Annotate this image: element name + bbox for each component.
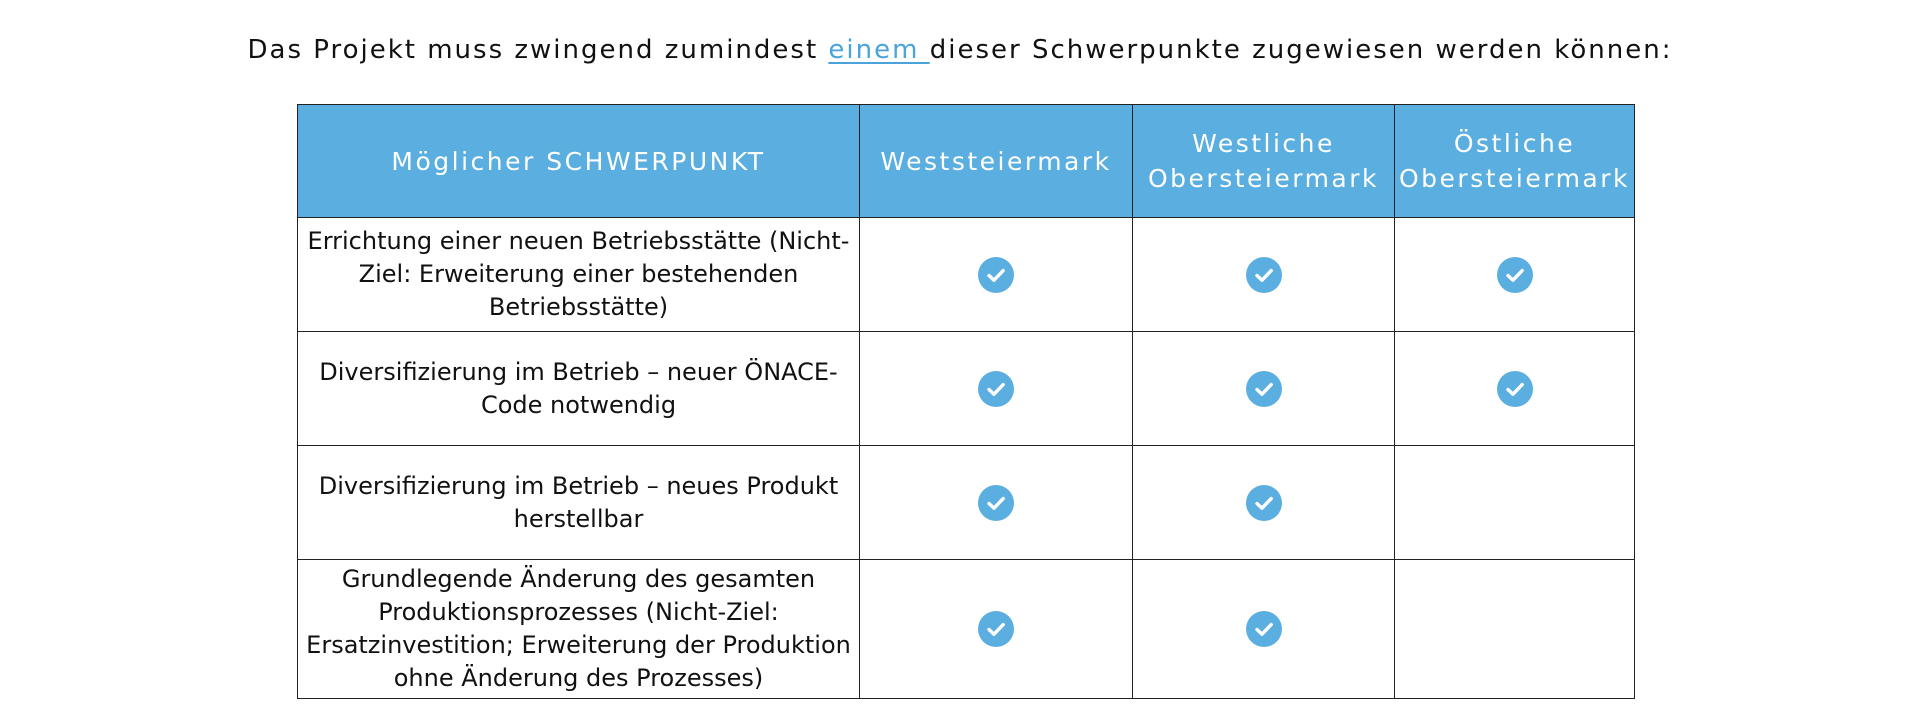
- header-weststeiermark: Weststeiermark: [859, 104, 1133, 218]
- check-circle-icon: [978, 256, 1014, 293]
- row-label: Diversifizierung im Betrieb – neues Prod…: [297, 445, 860, 560]
- check-circle-icon: [1245, 611, 1282, 647]
- table-header-row: Möglicher SCHWERPUNKT Weststeiermark Wes…: [297, 104, 1635, 218]
- header-schwerpunkt: Möglicher SCHWERPUNKT: [297, 104, 860, 218]
- check-cell: [1394, 445, 1635, 560]
- schwerpunkt-table: Möglicher SCHWERPUNKT Weststeiermark Wes…: [297, 104, 1635, 699]
- check-circle-icon: [1245, 484, 1282, 521]
- row-label: Errichtung einer neuen Betriebsstätte (N…: [297, 217, 860, 332]
- table-row: Diversifizierung im Betrieb – neues Prod…: [297, 445, 1635, 560]
- check-circle-icon: [1245, 256, 1282, 293]
- check-cell: [859, 445, 1133, 560]
- row-label: Diversifizierung im Betrieb – neuer ÖNAC…: [297, 331, 860, 446]
- intro-after: dieser Schwerpunkte zugewiesen werden kö…: [929, 35, 1673, 65]
- intro-emphasis: einem: [828, 35, 930, 65]
- table-row: Errichtung einer neuen Betriebsstätte (N…: [297, 217, 1635, 332]
- row-label: Grundlegende Änderung des gesamten Produ…: [297, 559, 860, 699]
- check-cell: [1132, 445, 1395, 560]
- check-cell: [859, 559, 1133, 699]
- check-circle-icon: [978, 611, 1014, 647]
- check-cell: [1132, 217, 1395, 332]
- check-cell: [1132, 331, 1395, 446]
- check-circle-icon: [1496, 256, 1533, 293]
- check-circle-icon: [978, 370, 1014, 407]
- table-row: Grundlegende Änderung des gesamten Produ…: [297, 559, 1635, 699]
- check-cell: [1132, 559, 1395, 699]
- check-cell: [1394, 559, 1635, 699]
- intro-text: Das Projekt muss zwingend zumindest eine…: [0, 30, 1920, 70]
- check-circle-icon: [978, 484, 1014, 521]
- schwerpunkt-table-wrap: Möglicher SCHWERPUNKT Weststeiermark Wes…: [297, 104, 1635, 699]
- check-cell: [859, 217, 1133, 332]
- intro-before: Das Projekt muss zwingend zumindest: [247, 35, 829, 65]
- header-oestliche-obersteiermark: Östliche Obersteiermark: [1394, 104, 1635, 218]
- table-row: Diversifizierung im Betrieb – neuer ÖNAC…: [297, 331, 1635, 446]
- check-cell: [859, 331, 1133, 446]
- header-westliche-obersteiermark: Westliche Obersteiermark: [1132, 104, 1395, 218]
- check-cell: [1394, 331, 1635, 446]
- check-cell: [1394, 217, 1635, 332]
- check-circle-icon: [1245, 370, 1282, 407]
- check-circle-icon: [1496, 370, 1533, 407]
